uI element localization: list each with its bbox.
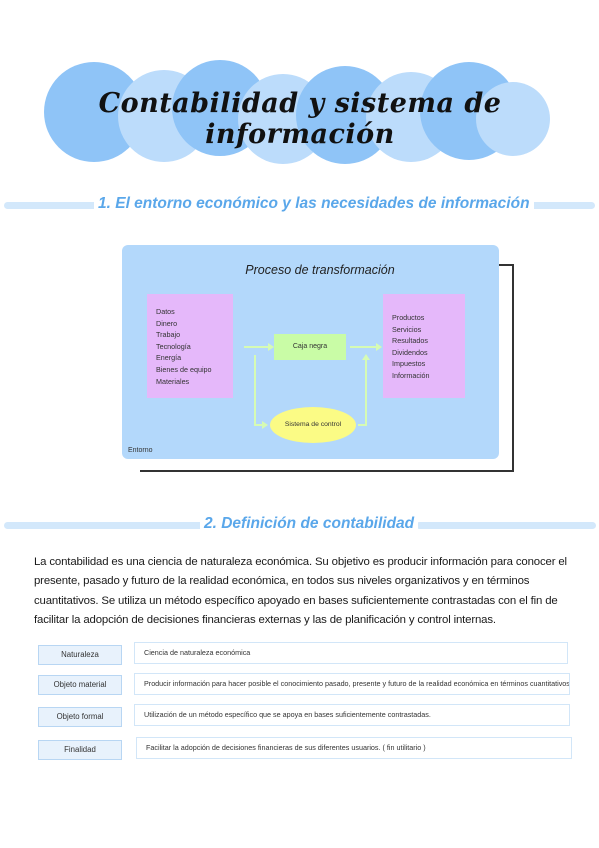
- table-row-label: Objeto formal: [38, 707, 122, 727]
- input-item: Bienes de equipo: [156, 364, 212, 374]
- table-row-value: Facilitar la adopción de decisiones fina…: [136, 737, 572, 759]
- arrow-control-to-output: [358, 360, 367, 426]
- input-item: Dinero: [156, 318, 178, 328]
- input-item: Datos: [156, 307, 175, 316]
- arrowhead: [262, 421, 268, 429]
- section-2-title: 2. Definición de contabilidad: [200, 515, 419, 533]
- table-row-label: Objeto material: [38, 675, 122, 695]
- environment-label: Entorno: [128, 447, 153, 454]
- arrow-input-to-control: [254, 355, 262, 426]
- output-item: Servicios: [392, 324, 422, 334]
- section-2-bar-left: [4, 522, 204, 529]
- section-1-bar-left: [4, 202, 100, 209]
- section-1-bar-right: [505, 202, 595, 209]
- input-item: Trabajo: [156, 330, 181, 340]
- arrowhead: [268, 343, 274, 351]
- output-item: Dividendos: [392, 347, 428, 357]
- output-item: Productos: [392, 313, 425, 322]
- table-row-value: Producir información para hacer posible …: [134, 673, 570, 695]
- table-row-label: Naturaleza: [38, 645, 122, 665]
- section-2-bar-right: [416, 522, 596, 529]
- table-row-value: Utilización de un método específico que …: [134, 704, 570, 726]
- table-row-label: Finalidad: [38, 740, 122, 760]
- input-item: Energía: [156, 353, 182, 363]
- section-1-title: 1. El entorno económico y las necesidade…: [94, 195, 534, 213]
- inputs-box: Datos Dinero Trabajo Tecnología Energía …: [147, 294, 233, 398]
- arrowhead: [362, 354, 370, 360]
- output-item: Información: [392, 370, 430, 380]
- black-box: Caja negra: [274, 334, 346, 360]
- output-item: Impuestos: [392, 359, 426, 369]
- input-item: Materiales: [156, 376, 190, 386]
- table-row-value: Ciencia de naturaleza económica: [134, 642, 568, 664]
- process-title: Proceso de transformación: [245, 263, 395, 277]
- output-item: Resultados: [392, 336, 428, 346]
- input-item: Tecnología: [156, 341, 191, 351]
- control-system: Sistema de control: [270, 407, 356, 443]
- outputs-box: Productos Servicios Resultados Dividendo…: [383, 294, 465, 398]
- arrowhead: [376, 343, 382, 351]
- definition-paragraph: La contabilidad es una ciencia de natura…: [34, 556, 567, 626]
- page-title: Contabilidad y sistema de información: [98, 88, 502, 150]
